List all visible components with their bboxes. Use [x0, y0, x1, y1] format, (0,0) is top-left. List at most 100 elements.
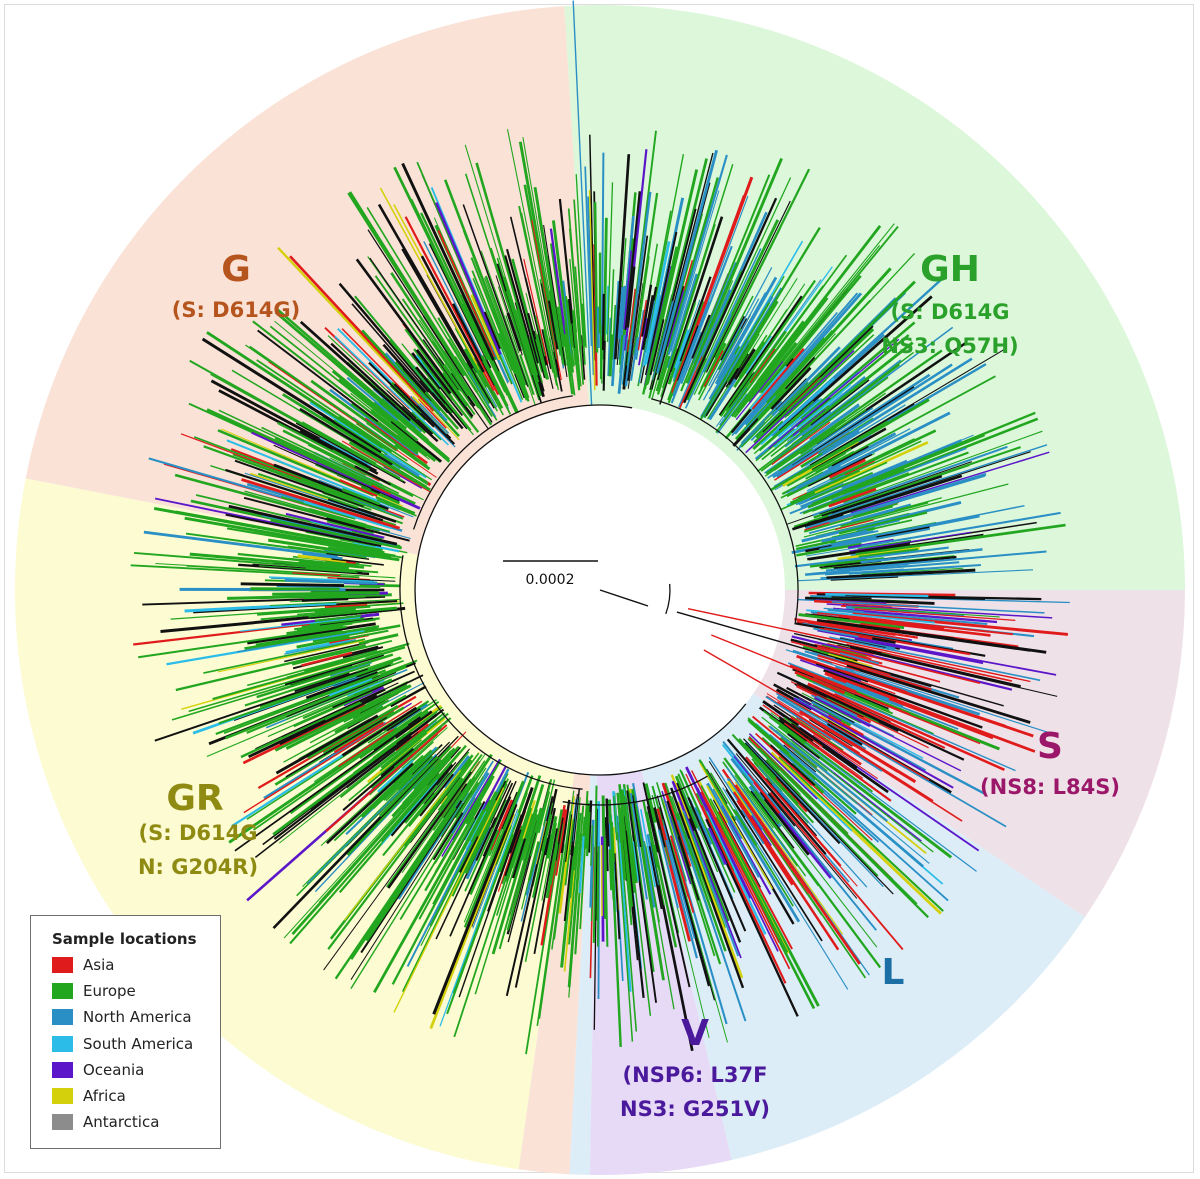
branch-398	[855, 523, 1066, 556]
branch-948	[468, 829, 500, 895]
branch-811	[623, 795, 652, 1016]
branch-278	[778, 448, 814, 473]
branch-1031	[338, 744, 467, 894]
branch-153	[710, 302, 771, 402]
branch-1432	[268, 361, 437, 478]
branch-1084	[379, 740, 417, 772]
branch-1527	[422, 339, 460, 391]
branch-698	[734, 815, 801, 923]
branch-1588	[483, 311, 501, 350]
branch-934	[439, 812, 519, 1027]
branch-1599	[483, 277, 530, 399]
legend-label-europe: Europe	[83, 982, 136, 1001]
branch-1445	[252, 320, 428, 457]
branch-1118	[246, 731, 382, 820]
branch-444	[854, 608, 1016, 621]
branch-656	[769, 791, 904, 951]
branch-190	[748, 341, 798, 403]
branch-1571	[393, 166, 490, 361]
branch-645	[731, 733, 815, 824]
branch-316	[828, 458, 866, 479]
branch-1511	[401, 343, 447, 399]
branch-1405	[295, 422, 406, 484]
branch-1143	[352, 699, 390, 720]
branch-137	[703, 350, 724, 388]
branch-1220	[296, 635, 350, 649]
branch-1421	[201, 337, 383, 454]
branch-1252	[324, 603, 368, 608]
branch-1270	[276, 585, 341, 588]
branch-630	[748, 733, 818, 800]
branch-304	[805, 375, 996, 480]
branch-625	[791, 765, 873, 841]
branch-1614	[502, 276, 543, 397]
branch-1030	[390, 769, 449, 837]
clade-V-name: V	[681, 1013, 709, 1054]
branch-393	[849, 531, 972, 552]
branch-741	[692, 830, 730, 922]
branch-1600	[484, 275, 527, 386]
long-branch-11	[350, 776, 484, 989]
branch-175	[724, 372, 754, 412]
branch-389	[861, 511, 1061, 548]
branch-485	[849, 646, 1021, 688]
branch-1159	[281, 690, 383, 738]
branch-1514	[430, 375, 464, 417]
branch-714	[715, 816, 816, 1010]
branch-1012	[437, 777, 464, 812]
branch-506	[844, 667, 1049, 733]
branch-160	[725, 352, 750, 389]
branch-159	[734, 323, 765, 369]
legend-item-oceania: Oceania	[52, 1057, 220, 1083]
branch-344	[811, 451, 969, 512]
branch-1180	[324, 676, 366, 694]
branch-1073	[369, 733, 439, 796]
branch-1056	[306, 753, 437, 885]
clade-S-name: S	[1037, 726, 1063, 767]
branch-894	[544, 807, 556, 856]
branch-481	[846, 643, 1013, 682]
branch-368	[840, 501, 929, 527]
branch-58	[644, 153, 685, 353]
branch-248	[796, 334, 910, 428]
root-branch	[599, 589, 649, 607]
branch-874	[564, 819, 575, 886]
branch-725	[707, 827, 728, 865]
branch-664	[721, 743, 754, 784]
branch-691	[741, 809, 765, 845]
branch-72	[652, 158, 708, 373]
branch-251	[799, 391, 843, 428]
branch-289	[821, 430, 860, 455]
scale-bar-label: 0.0002	[526, 572, 575, 588]
branch-1067	[333, 769, 410, 842]
branch-1543	[470, 382, 493, 417]
branch-754	[676, 819, 747, 1022]
branch-1106	[373, 716, 422, 752]
branch-442	[845, 605, 965, 617]
branch-61	[643, 241, 671, 366]
branch-862	[567, 833, 583, 988]
branch-319	[830, 429, 937, 482]
branch-697	[709, 772, 741, 821]
branch-607	[768, 725, 888, 822]
branch-77	[651, 152, 714, 390]
branch-15	[601, 293, 605, 351]
branch-634	[757, 747, 930, 919]
branch-1296	[325, 560, 372, 567]
branch-1081	[348, 739, 423, 802]
branch-715	[690, 770, 780, 943]
branch-1019	[344, 769, 461, 921]
clade-V-mutation-1: (NSP6: L37F	[623, 1063, 768, 1087]
branch-1587	[435, 202, 502, 356]
branch-440	[826, 603, 1053, 619]
branch-1491	[289, 255, 435, 412]
branch-1519	[415, 349, 452, 395]
branch-1163	[332, 670, 415, 709]
branch-1021	[419, 773, 454, 817]
branch-1149	[274, 700, 375, 752]
branch-1038	[318, 769, 440, 904]
branch-189	[733, 297, 829, 419]
legend-label-asia: Asia	[83, 956, 115, 975]
branch-1380	[339, 479, 378, 497]
branch-573	[808, 719, 853, 747]
